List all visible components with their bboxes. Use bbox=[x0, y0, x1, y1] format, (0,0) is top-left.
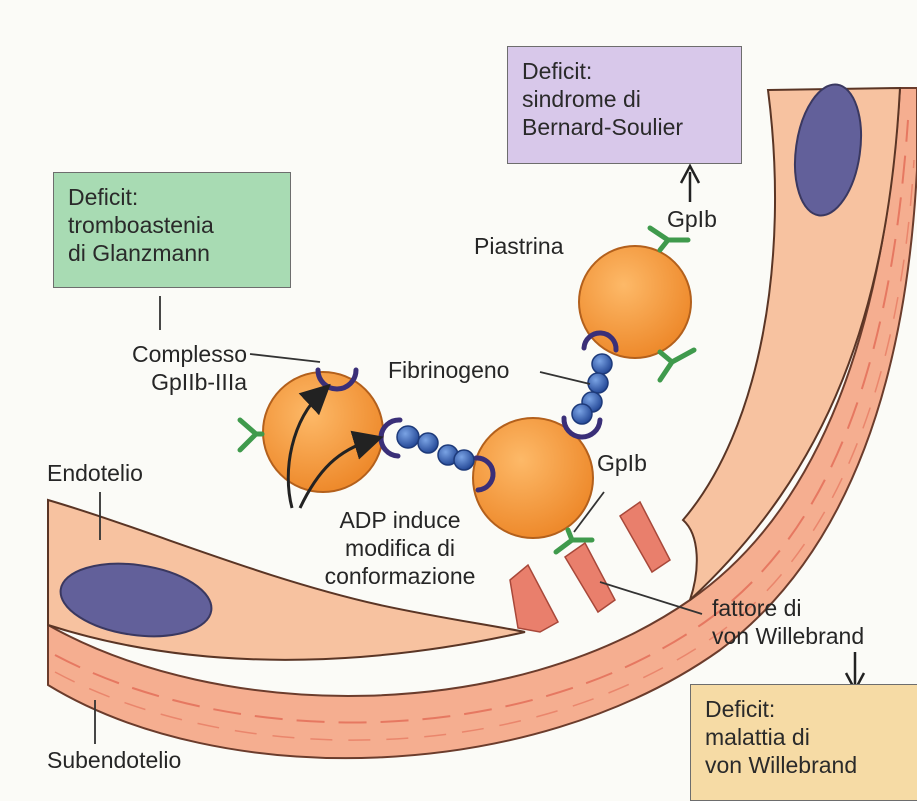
adp-label-line-1: ADP induce bbox=[300, 506, 500, 534]
platelet-upper bbox=[579, 246, 691, 358]
complesso-label: Complesso GpIIb-IIIa bbox=[82, 340, 247, 396]
gpib-mid-label: GpIb bbox=[597, 449, 647, 477]
piastrina-label: Piastrina bbox=[474, 232, 563, 260]
bernard-soulier-arrow-icon bbox=[681, 166, 699, 202]
gpib-top-label: GpIb bbox=[667, 205, 717, 233]
complesso-label-line-1: Complesso bbox=[82, 340, 247, 368]
fibrinogen-chain-vertical bbox=[572, 354, 612, 424]
deficit-von-willebrand-box: Deficit: malattia di von Willebrand bbox=[690, 684, 917, 801]
fibrinogeno-label: Fibrinogeno bbox=[388, 356, 509, 384]
deficit-bernard-line-1: Deficit: bbox=[522, 57, 727, 85]
adp-label-line-2: modifica di bbox=[300, 534, 500, 562]
deficit-glanzmann-line-1: Deficit: bbox=[68, 183, 276, 211]
deficit-bernard-soulier-box: Deficit: sindrome di Bernard-Soulier bbox=[507, 46, 742, 164]
vwf-pillar-2 bbox=[565, 543, 615, 612]
vwf-leader-line bbox=[600, 582, 702, 614]
deficit-bernard-line-2: sindrome di bbox=[522, 85, 727, 113]
platelet-left bbox=[263, 372, 383, 492]
deficit-vwd-line-2: malattia di bbox=[705, 723, 903, 751]
subendotelio-label: Subendotelio bbox=[47, 746, 181, 774]
complesso-leader-line bbox=[250, 354, 320, 362]
endotelio-label: Endotelio bbox=[47, 459, 143, 487]
deficit-glanzmann-line-3: di Glanzmann bbox=[68, 239, 276, 267]
adp-label: ADP induce modifica di conformazione bbox=[300, 506, 500, 590]
vwf-label-line-2: von Willebrand bbox=[712, 622, 864, 650]
vwf-pillar-1 bbox=[510, 565, 558, 632]
gpib-receptor-icon-3 bbox=[240, 420, 262, 450]
deficit-vwd-line-3: von Willebrand bbox=[705, 751, 903, 779]
vwf-pillar-3 bbox=[620, 502, 670, 572]
complesso-label-line-2: GpIIb-IIIa bbox=[82, 368, 247, 396]
fibrinogeno-leader-line bbox=[540, 372, 590, 384]
vwf-label-line-1: fattore di bbox=[712, 594, 864, 622]
deficit-glanzmann-line-2: tromboastenia bbox=[68, 211, 276, 239]
vwf-label: fattore di von Willebrand bbox=[712, 594, 864, 650]
deficit-vwd-line-1: Deficit: bbox=[705, 695, 903, 723]
fibrinogen-chain-horizontal bbox=[397, 426, 474, 470]
deficit-glanzmann-box: Deficit: tromboastenia di Glanzmann bbox=[53, 172, 291, 288]
adp-label-line-3: conformazione bbox=[300, 562, 500, 590]
gpib-receptor-icon-2 bbox=[660, 350, 694, 380]
deficit-bernard-line-3: Bernard-Soulier bbox=[522, 113, 727, 141]
